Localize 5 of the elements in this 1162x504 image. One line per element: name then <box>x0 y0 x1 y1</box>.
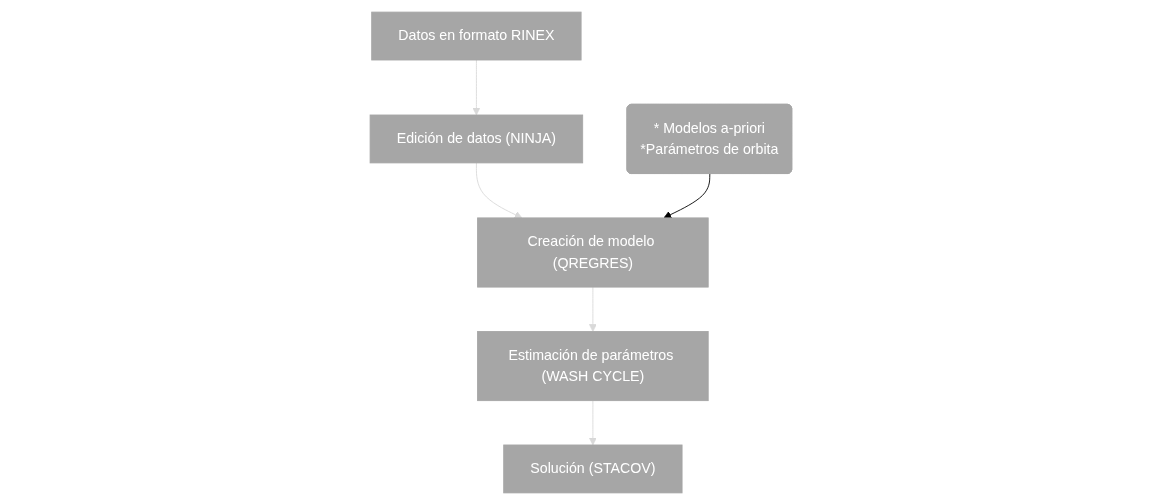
node-box: Estimación de parámetros (WASH CYCLE) <box>477 330 709 401</box>
node-box: Edición de datos (NINJA) <box>369 114 584 163</box>
node-box: Datos en formato RINEX <box>371 11 582 60</box>
node-box: Solución (STACOV) <box>503 444 683 493</box>
node-box: Creación de modelo (QREGRES) <box>477 216 709 288</box>
